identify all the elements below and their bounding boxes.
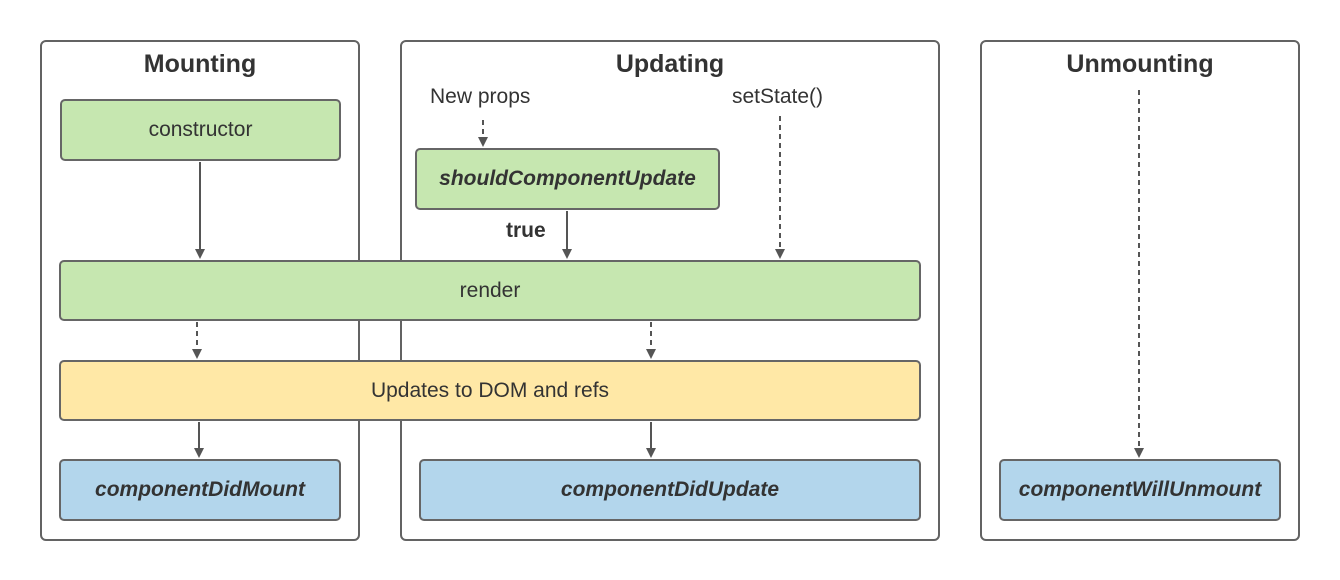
unmounting-phase: Unmounting: [980, 40, 1300, 541]
unmounting-title: Unmounting: [1066, 50, 1214, 78]
dom-updates-node: Updates to DOM and refs: [59, 360, 921, 421]
component-will-unmount-node: componentWillUnmount: [999, 459, 1281, 521]
mounting-title: Mounting: [143, 50, 257, 78]
new-props-label: New props: [430, 85, 531, 108]
set-state-label: setState(): [732, 85, 824, 108]
render-node: render: [59, 260, 921, 321]
true-label: true: [506, 219, 546, 242]
component-did-mount-node: componentDidMount: [59, 459, 341, 521]
constructor-node: constructor: [60, 99, 341, 161]
updating-title: Updating: [615, 50, 725, 78]
should-component-update-node: shouldComponentUpdate: [415, 148, 720, 210]
component-did-update-node: componentDidUpdate: [419, 459, 921, 521]
